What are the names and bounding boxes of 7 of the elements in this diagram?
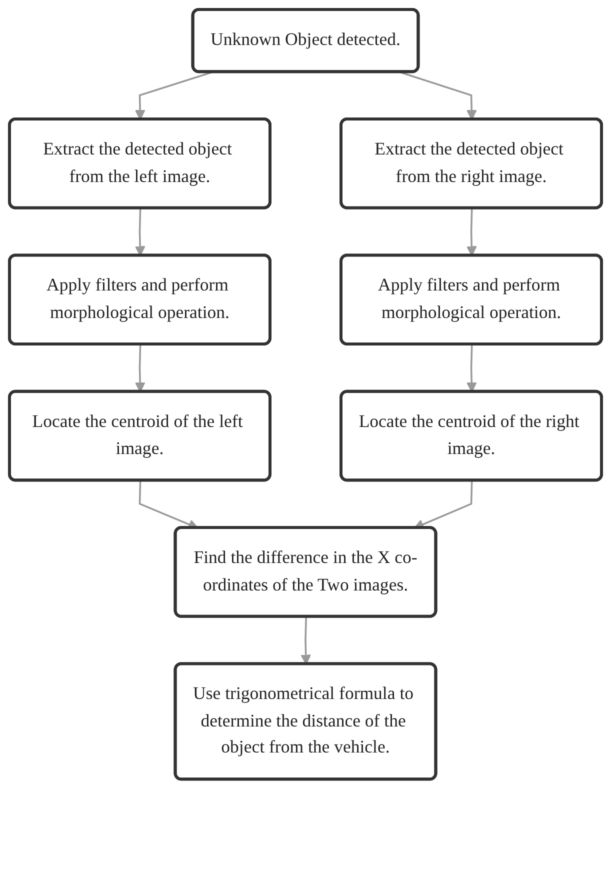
arrow [300,616,312,665]
arrow [466,208,477,256]
arrow [134,71,212,120]
arrow [466,344,477,392]
arrow [134,344,146,392]
arrow [134,208,146,256]
arrow [400,71,477,120]
